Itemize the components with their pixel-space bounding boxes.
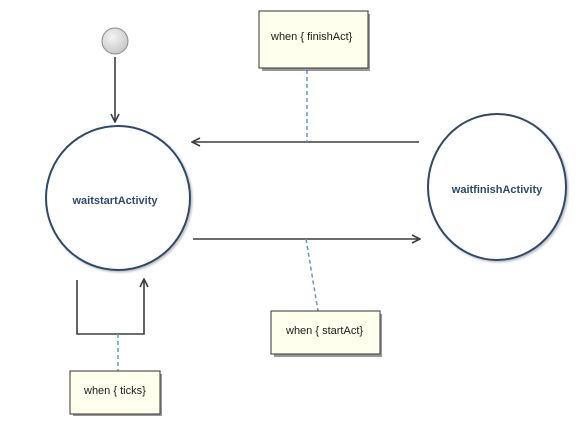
transition-ticks-self-loop[interactable]	[76, 279, 144, 335]
state-wait-finish-label: waitfinishActivity	[451, 184, 543, 196]
state-wait-start-label: waitstartActivity	[72, 195, 159, 207]
note-start-act-text: when { startAct}	[285, 325, 363, 337]
state-wait-finish[interactable]: waitfinishActivity	[427, 113, 567, 261]
note-anchor-start-act	[305, 238, 319, 312]
note-ticks[interactable]: when { ticks}	[69, 370, 162, 416]
note-finish-act[interactable]: when { finishAct}	[258, 10, 370, 71]
initial-state[interactable]	[101, 27, 129, 55]
note-finish-act-text: when { finishAct}	[270, 31, 353, 43]
note-start-act[interactable]: when { startAct}	[270, 310, 382, 357]
note-ticks-text: when { ticks}	[83, 385, 146, 397]
state-wait-start[interactable]: waitstartActivity	[45, 125, 191, 271]
